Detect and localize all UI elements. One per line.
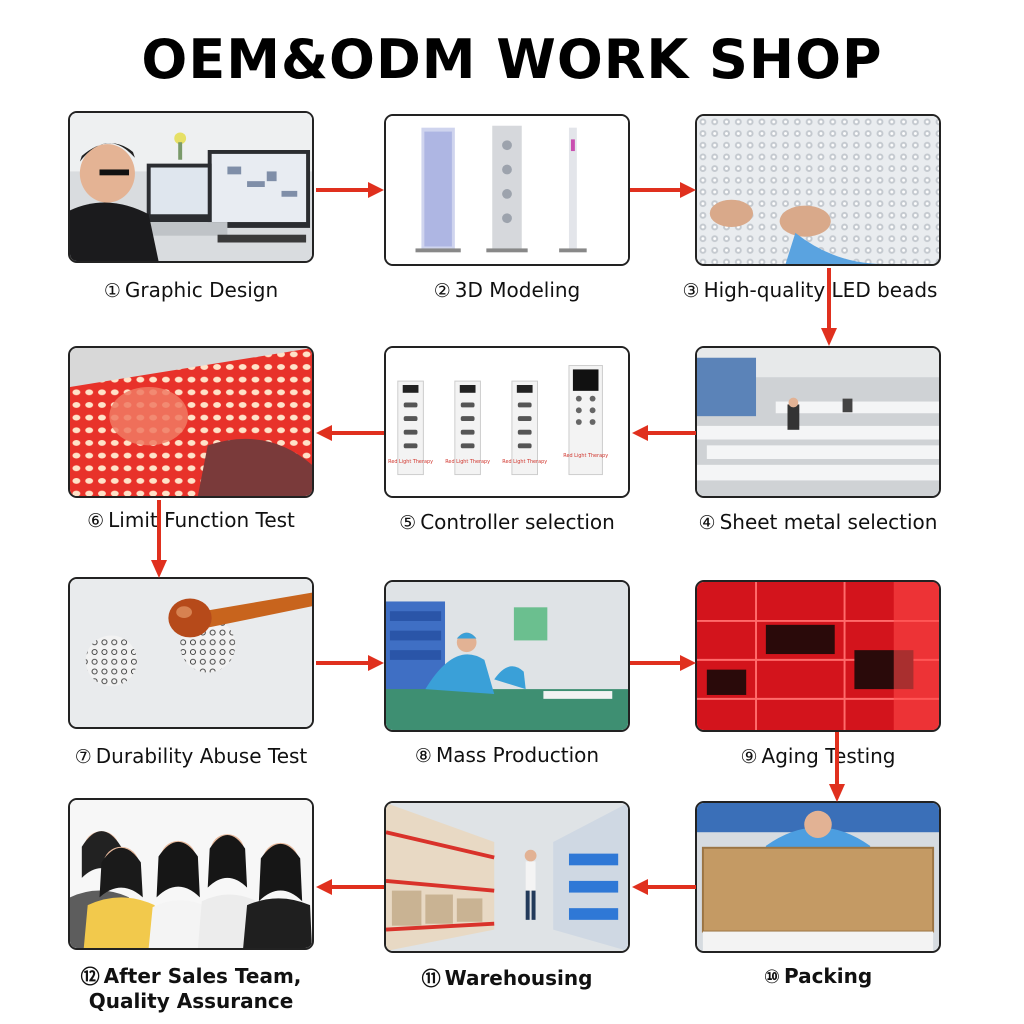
graphic-design-photo (68, 111, 314, 263)
arrow-8-to-9 (630, 655, 696, 671)
arrow-2-to-3 (630, 182, 696, 198)
led-beads-photo (695, 114, 941, 266)
arrow-1-to-2 (316, 182, 384, 198)
durability-test-photo (68, 577, 314, 729)
controller-label-1: Red Light Therapy (388, 459, 433, 465)
controller-label-3: Red Light Therapy (502, 459, 547, 465)
controller-label-2: Red Light Therapy (445, 459, 490, 465)
controller-selection-render: Red Light Therapy Red Light Therapy Red … (384, 346, 630, 498)
warehousing-photo (384, 801, 630, 953)
arrow-9-to-10 (829, 732, 845, 802)
arrow-4-to-5 (632, 425, 696, 441)
arrow-5-to-6 (316, 425, 384, 441)
after-sales-team-photo (68, 798, 314, 950)
arrow-3-to-4 (821, 268, 837, 346)
packing-photo (695, 801, 941, 953)
3d-modeling-render (384, 114, 630, 266)
aging-testing-photo (695, 580, 941, 732)
arrow-10-to-11 (632, 879, 696, 895)
controller-label-4: Red Light Therapy (563, 453, 608, 459)
arrow-6-to-7 (151, 500, 167, 578)
sheet-metal-photo (695, 346, 941, 498)
limit-function-test-photo (68, 346, 314, 498)
arrow-11-to-12 (316, 879, 384, 895)
arrow-7-to-8 (316, 655, 384, 671)
page-title: OEM&ODM WORK SHOP (141, 28, 883, 91)
mass-production-photo (384, 580, 630, 732)
